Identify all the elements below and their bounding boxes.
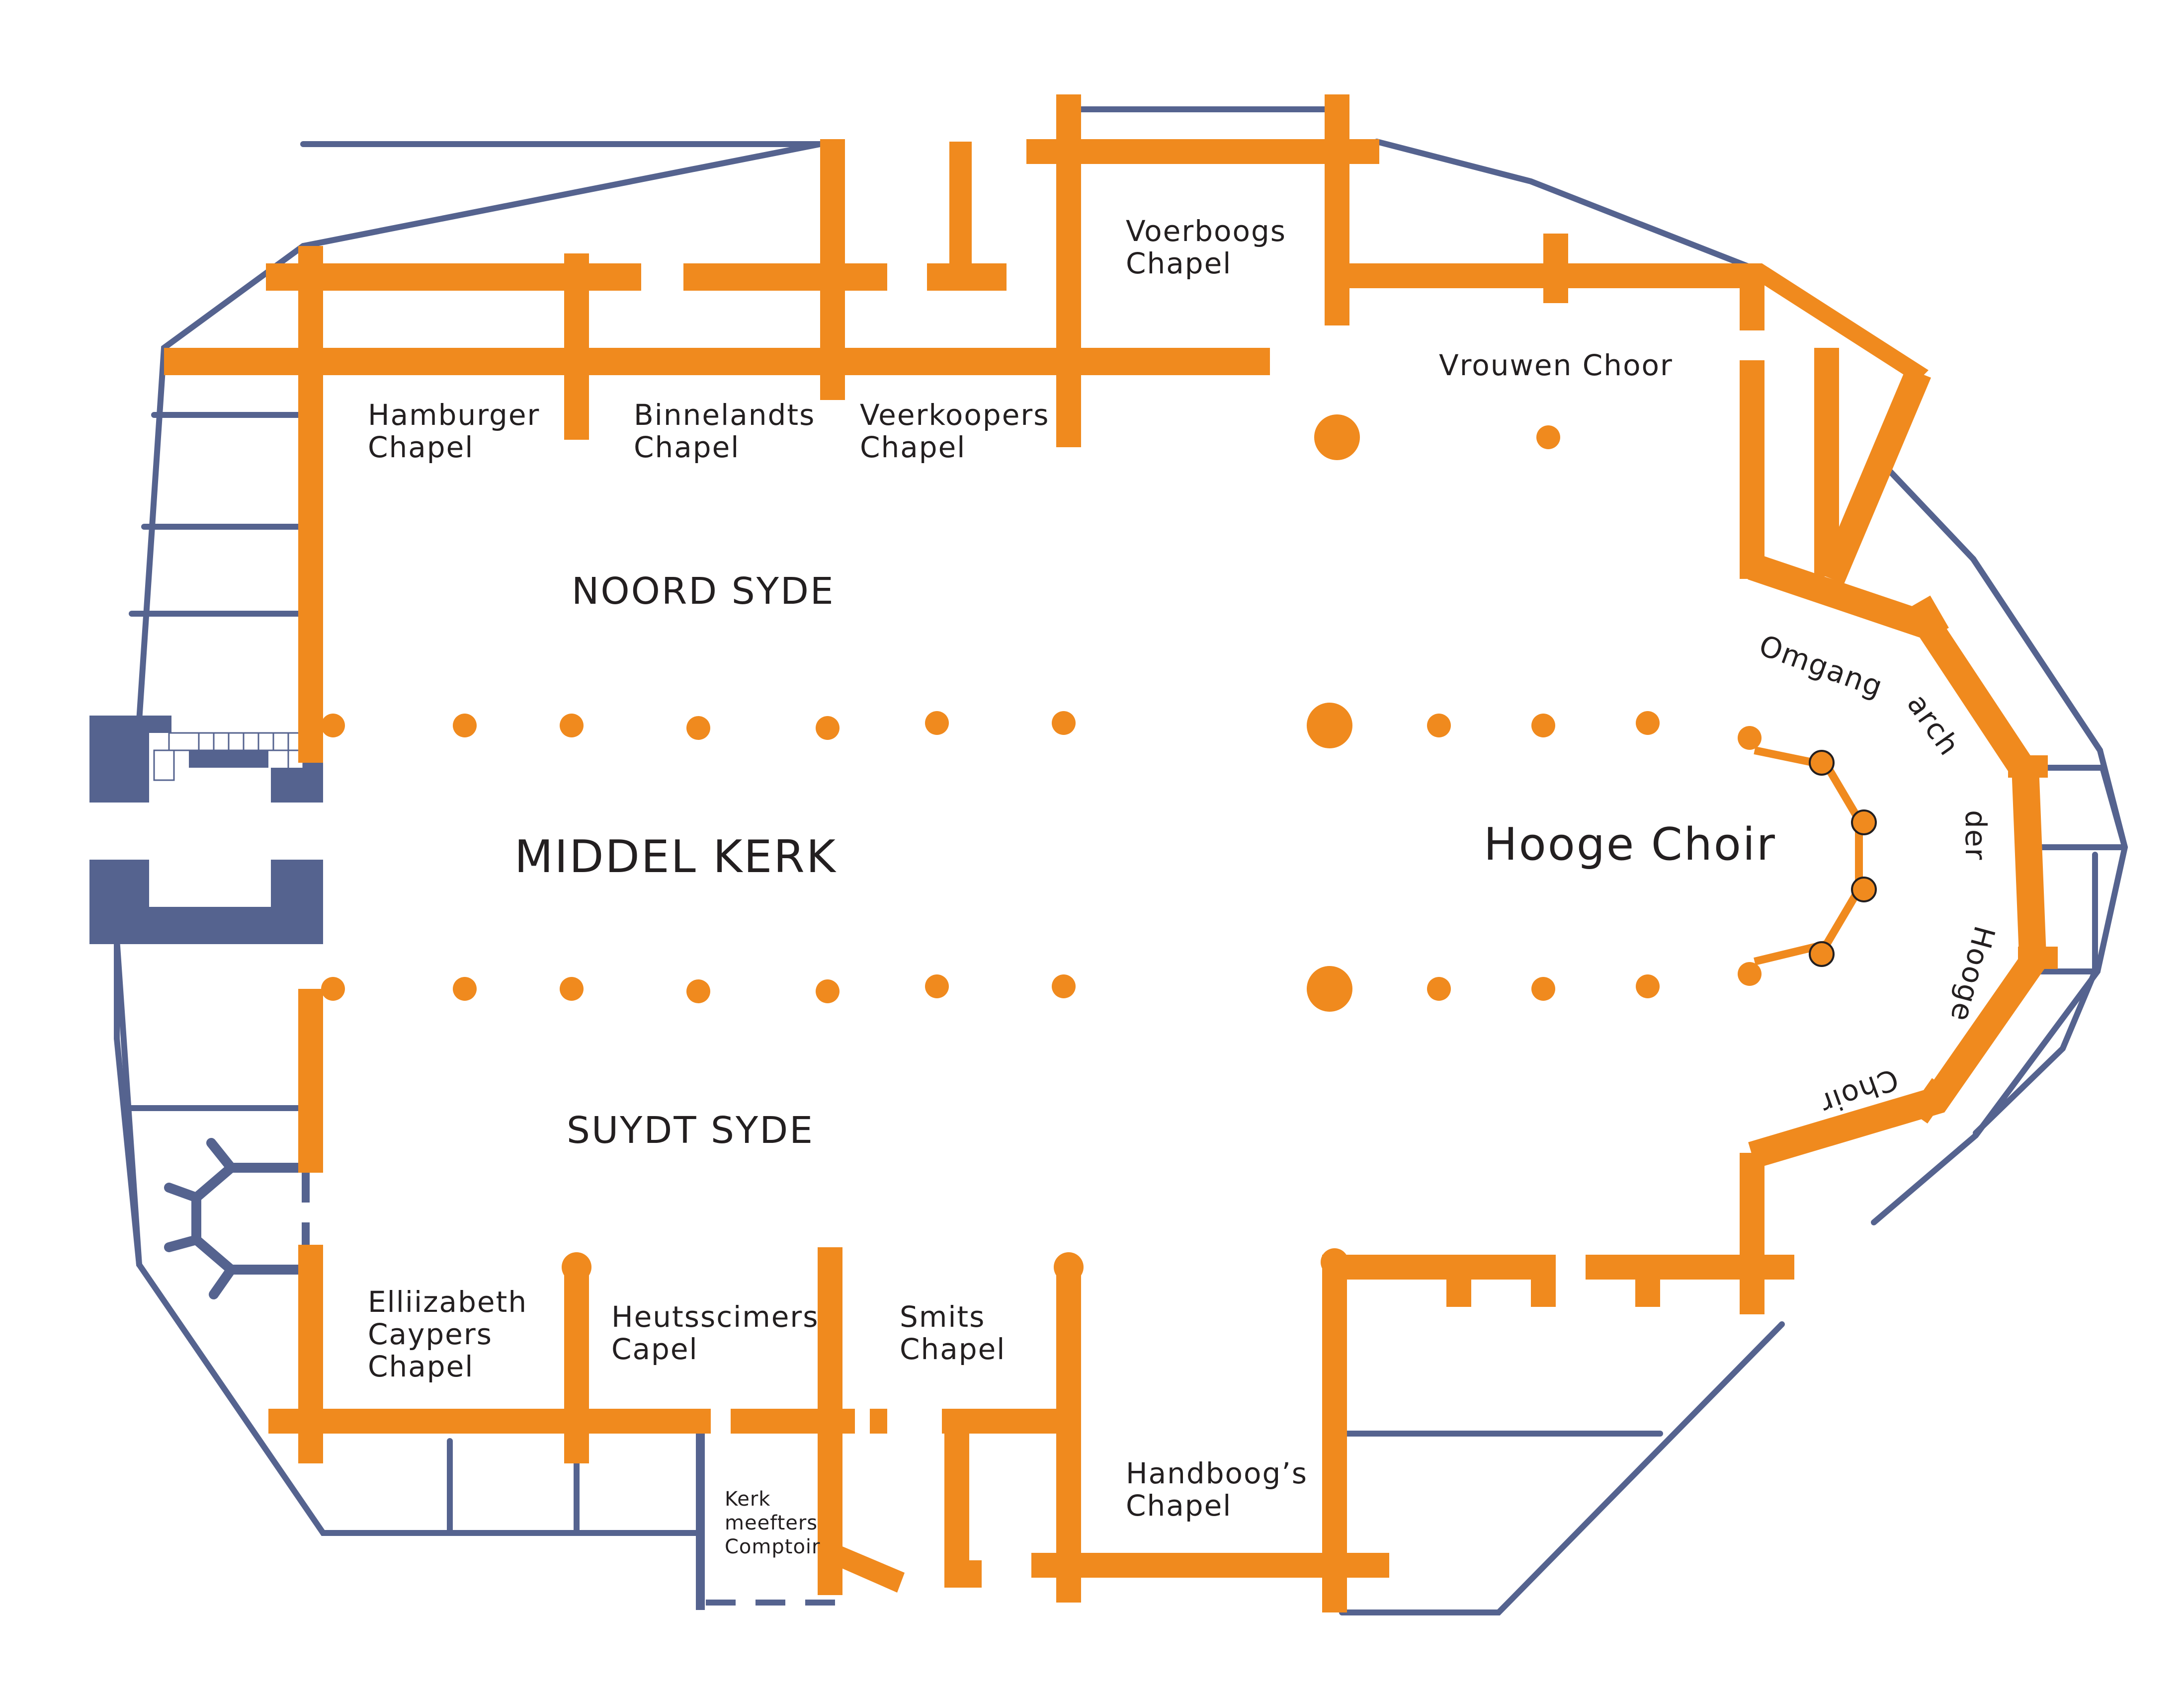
label-hooge-choir: Hooge Choir bbox=[1484, 818, 1776, 871]
label-arch: arch bbox=[1901, 688, 1967, 762]
stair-icon bbox=[153, 732, 304, 784]
label-voerboogs-chapel-1: Voerboogs bbox=[1126, 214, 1286, 248]
comptoir-walls bbox=[696, 1431, 840, 1610]
label-smits-chapel-1: Smits bbox=[900, 1300, 985, 1334]
label-elliizabeth-chapel-1: Elliizabeth bbox=[368, 1285, 527, 1319]
label-kerk-meefters-comptoir-3: Comptoir bbox=[725, 1535, 820, 1558]
label-elliizabeth-chapel-3: Chapel bbox=[368, 1350, 474, 1383]
label-omgang: Omgang bbox=[1755, 628, 1888, 704]
label-hamburger-chapel-2: Chapel bbox=[368, 430, 474, 464]
label-kerk-meefters-comptoir-1: Kerk bbox=[725, 1488, 770, 1511]
label-elliizabeth-chapel-2: Caypers bbox=[368, 1317, 493, 1351]
label-handboogs-chapel-2: Chapel bbox=[1126, 1489, 1232, 1523]
label-binnelandts-chapel-2: Chapel bbox=[634, 430, 740, 464]
nave-columns bbox=[321, 414, 1762, 1012]
label-suydt-syde: SUYDT SYDE bbox=[567, 1109, 814, 1152]
label-kerk-meefters-comptoir-2: meefters bbox=[725, 1512, 818, 1534]
label-heutsscimers-capel-2: Capel bbox=[611, 1332, 698, 1366]
label-hamburger-chapel-1: Hamburger bbox=[368, 398, 540, 432]
label-middel-kerk: MIDDEL KERK bbox=[514, 831, 837, 883]
label-veerkoopers-chapel-2: Chapel bbox=[860, 430, 966, 464]
label-vrouwen-choor: Vrouwen Choor bbox=[1439, 348, 1673, 382]
label-smits-chapel-2: Chapel bbox=[900, 1332, 1006, 1366]
choir-screen-columns bbox=[1809, 750, 1877, 967]
label-noord-syde: NOORD SYDE bbox=[572, 570, 835, 613]
outer-perimeter bbox=[114, 106, 2128, 1615]
label-handboogs-chapel-1: Handboog’s bbox=[1126, 1456, 1308, 1490]
south-porch bbox=[164, 1138, 311, 1299]
label-der: der bbox=[1959, 810, 1993, 861]
label-veerkoopers-chapel-1: Veerkoopers bbox=[860, 398, 1049, 432]
label-binnelandts-chapel-1: Binnelandts bbox=[634, 398, 815, 432]
room-labels: Voerboogs Chapel Vrouwen Choor Hamburger… bbox=[368, 214, 2002, 1558]
label-voerboogs-chapel-2: Chapel bbox=[1126, 246, 1232, 280]
west-entrance-tower bbox=[89, 716, 323, 944]
label-heutsscimers-capel-1: Heutsscimers bbox=[611, 1300, 819, 1334]
orange-walls bbox=[164, 94, 2058, 1612]
